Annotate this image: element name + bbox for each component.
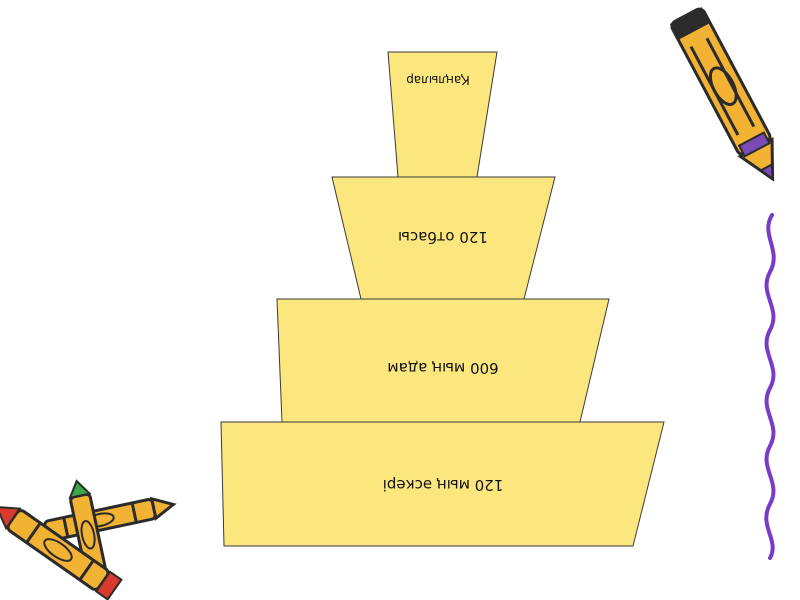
pyramid: Қаңлылар 120 отбасы 600 мың адам 120 мың…: [221, 52, 664, 546]
tier-top: Қаңлылар: [388, 52, 497, 177]
tier-second: 120 отбасы: [332, 177, 555, 299]
tier-base-label: 120 мың әскері: [383, 476, 504, 494]
tier-third-label: 600 мың адам: [387, 359, 498, 377]
crayon-icon: [670, 7, 789, 187]
crayon-pile-icon: [0, 479, 175, 600]
tier-top-label: Қаңлылар: [406, 73, 470, 87]
squiggle-line: [766, 215, 773, 558]
tier-base: 120 мың әскері: [221, 422, 664, 546]
tier-second-label: 120 отбасы: [398, 228, 488, 246]
tier-third: 600 мың адам: [277, 299, 609, 422]
